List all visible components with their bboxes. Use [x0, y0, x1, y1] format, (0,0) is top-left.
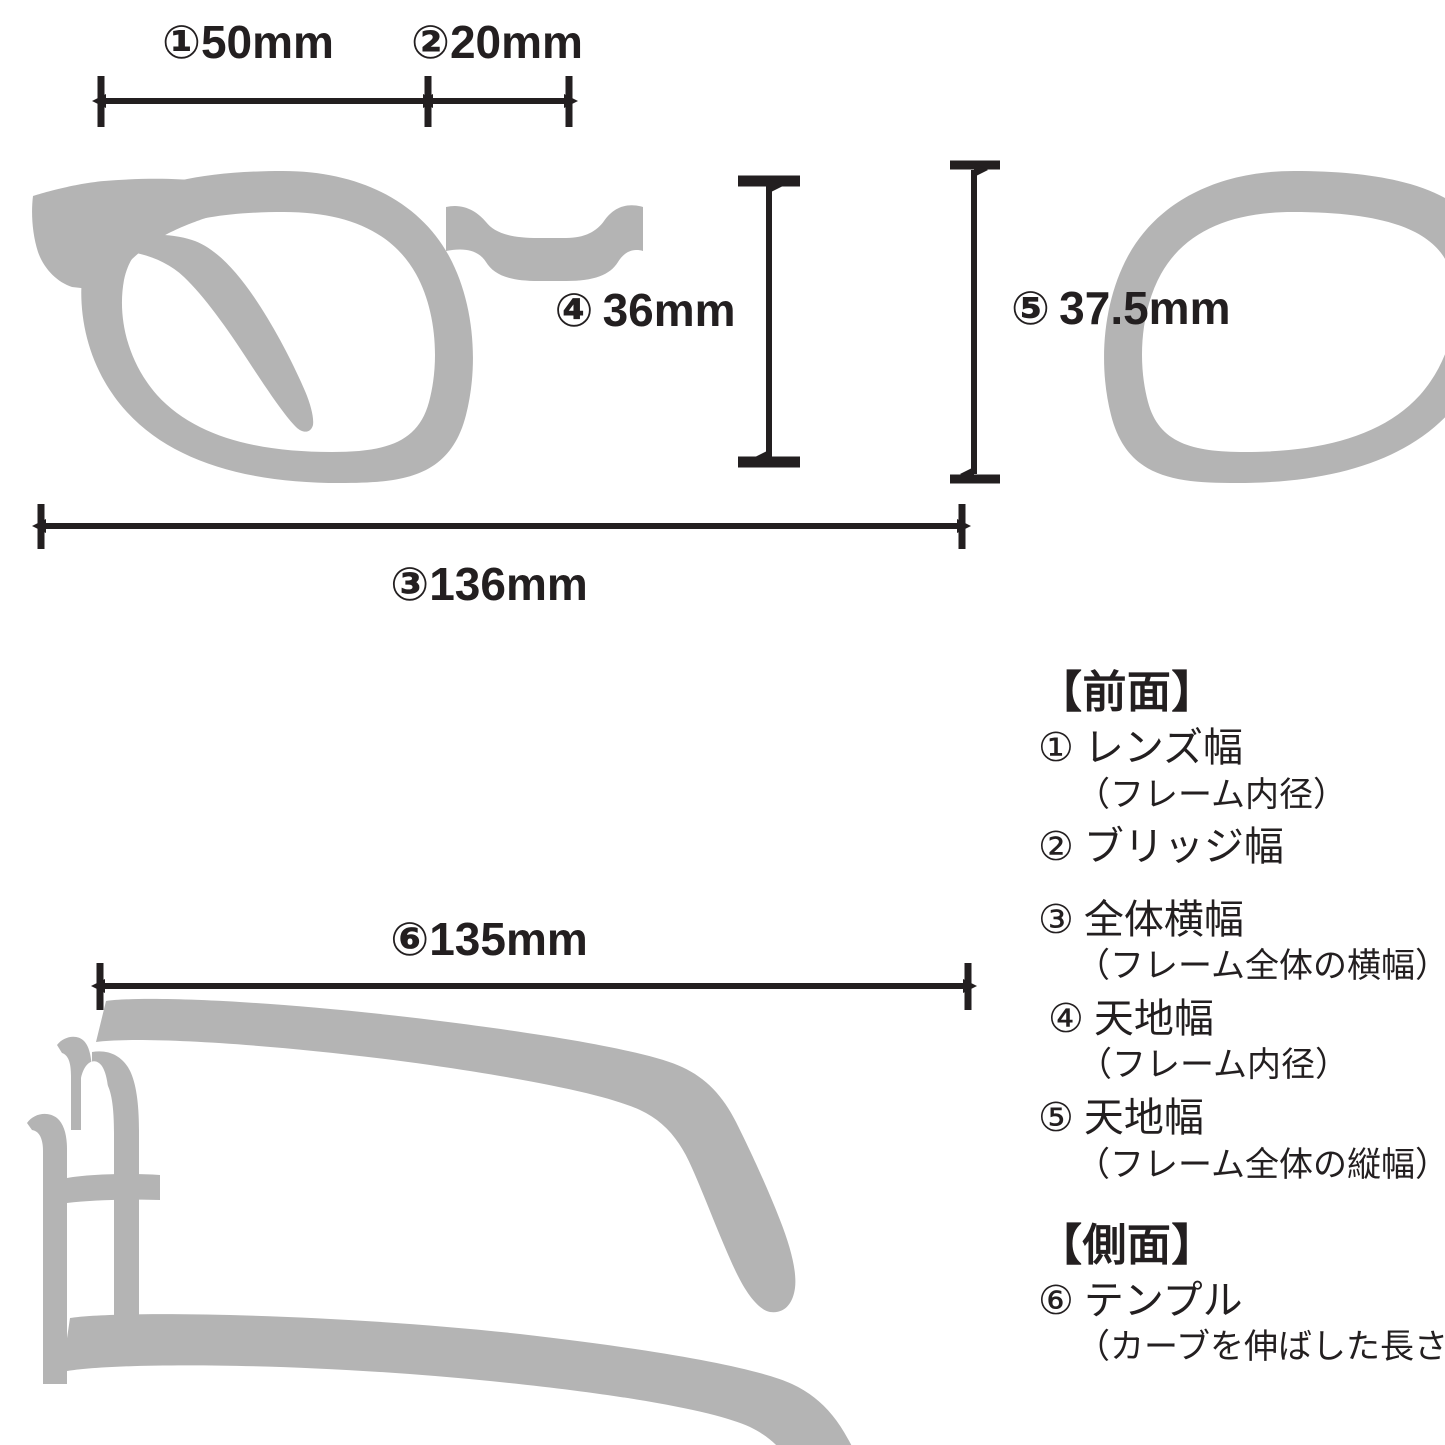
left-lens-rim [81, 171, 473, 483]
side-upper-temple-arm [96, 998, 796, 1313]
legend-item-6-sub: （カーブを伸ばした長さ） [1076, 1328, 1445, 1367]
total-width-dimension-group: ③136mm [32, 504, 971, 610]
legend-item-1-sub: （フレーム内径） [1076, 775, 1347, 814]
total-height-dimension-group: ⑤ 37.5mm [950, 160, 1231, 484]
legend-spacer-a [1038, 879, 1438, 895]
legend-item-1-name: レンズ幅 [1083, 726, 1244, 771]
lens-width-label: ①50mm [162, 16, 334, 68]
side-view-glasses-illustration [27, 998, 852, 1445]
legend-item-5-number: ⑤ [1038, 1096, 1074, 1141]
top-dimension-group: ①50mm ②20mm [92, 16, 583, 127]
legend-front-heading: 【前面】 [1038, 668, 1216, 717]
temple-length-dimension-group: ⑥135mm [91, 913, 977, 1010]
temple-length-label: ⑥135mm [390, 913, 588, 965]
legend-item-6-name: テンプル [1083, 1278, 1243, 1323]
side-lens-slot [81, 1061, 109, 1350]
legend-item-4-name: 天地幅 [1093, 997, 1214, 1042]
front-view-glasses-illustration [32, 171, 1445, 483]
legend-item-3-sub: （フレーム全体の横幅） [1076, 947, 1445, 986]
lens-height-dimension-group: ④ 36mm [554, 175, 800, 468]
legend-item-1-number: ① [1038, 726, 1074, 771]
nose-bridge [446, 205, 643, 281]
legend-item-4-number: ④ [1048, 997, 1084, 1042]
side-lens-edge [92, 1051, 139, 1362]
legend-item-5-sub: （フレーム全体の縦幅） [1076, 1145, 1445, 1184]
right-lens-rim [1104, 171, 1445, 483]
legend-item-2-number: ② [1038, 825, 1074, 870]
legend-item-2-name: ブリッジ幅 [1083, 825, 1284, 870]
lens-height-label: ④ 36mm [554, 284, 735, 336]
left-temple-arm [104, 234, 314, 432]
side-front-rim-main [27, 1113, 67, 1384]
side-lower-temple-arm [62, 1314, 852, 1445]
total-width-label: ③136mm [390, 558, 588, 610]
total-height-label: ⑤ 37.5mm [1011, 282, 1231, 334]
legend-item-3-number: ③ [1038, 897, 1074, 942]
legend-item-5-name: 天地幅 [1083, 1096, 1204, 1141]
legend-side-heading: 【側面】 [1038, 1220, 1216, 1270]
legend-item-4-sub: （フレーム内径） [1078, 1046, 1349, 1085]
legend-item-6-number: ⑥ [1038, 1278, 1074, 1323]
legend-item-3-name: 全体横幅 [1083, 897, 1244, 942]
side-hinge-notch [67, 1174, 160, 1203]
bridge-width-label: ②20mm [411, 16, 583, 68]
left-endpiece [32, 178, 212, 291]
